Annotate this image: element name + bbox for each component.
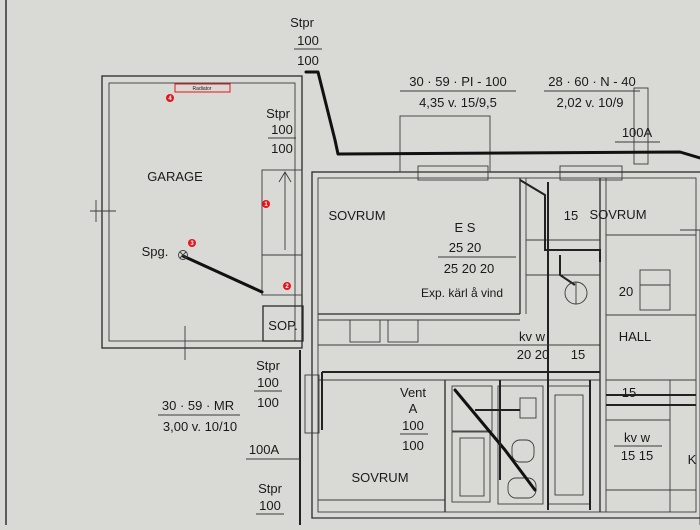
marker-3[interactable]: 3 [188,239,196,247]
room-sovrum-right: SOVRUM [589,207,646,222]
stpr-top-num: 100 [297,33,319,48]
stpr-garage-den: 100 [271,141,293,156]
exp-label: Exp. kärl å vind [421,286,503,300]
room-partial-k: K [688,452,697,467]
room-sovrum-top: SOVRUM [328,208,385,223]
garage-room [90,75,304,360]
marker-2-label: 2 [285,284,289,290]
label-100a-top: 100A [622,125,653,140]
marker-4-label: 4 [168,96,172,102]
spg-label: Spg. [142,244,169,259]
kvw-label-2: kv w [624,430,651,445]
label-15-sovrum: 15 [564,208,578,223]
main-building-walls [304,87,700,525]
label-15-hall: 15 [622,385,636,400]
pipe-spec-bottom-2: 3,00 v. 10/10 [163,419,237,434]
pipe-spec-top-right-1: 28 · 60 · N - 40 [548,74,635,89]
vent-num: 100 [402,418,424,433]
kvw-label: kv w [519,329,546,344]
room-sovrum-bottom: SOVRUM [351,470,408,485]
kvw-values: 20 20 [517,347,550,362]
marker-3-label: 3 [190,241,194,247]
room-hall: HALL [619,329,652,344]
stpr-top-den: 100 [297,53,319,68]
vent-den: 100 [402,438,424,453]
kvw-values-2: 15 15 [621,448,654,463]
stpr-bottom-label: Stpr [258,481,283,496]
pipe-network [181,70,700,525]
vent-a-label: A [409,401,418,416]
es-row-1: 25 20 [449,240,482,255]
stpr-garage-label: Stpr [266,106,291,121]
marker-1-label: 1 [264,202,268,208]
room-sop: SOP. [268,318,297,333]
marker-4[interactable]: 4 [166,94,174,102]
es-row-2: 25 20 20 [444,261,495,276]
pipe-spec-top-left-1: 30 · 59 · PI - 100 [409,74,507,89]
stpr-bottom-num: 100 [259,498,281,513]
pipe-spec-top-left-2: 4,35 v. 15/9,5 [419,95,497,110]
stpr-mid-num: 100 [257,375,279,390]
stpr-mid-den: 100 [257,395,279,410]
marker-2[interactable]: 2 [283,282,291,290]
label-100a-bottom: 100A [249,442,280,457]
room-garage: GARAGE [147,169,203,184]
pipe-spec-bottom-1: 30 · 59 · MR [162,398,234,413]
es-label: E S [455,220,476,235]
stpr-garage-num: 100 [271,122,293,137]
radiator-box [174,83,231,93]
stpr-top-label: Stpr [290,15,315,30]
label-15-mid: 15 [571,347,585,362]
marker-1[interactable]: 1 [262,200,270,208]
label-20-hall: 20 [619,284,633,299]
spg-symbol-icon [178,250,188,260]
stpr-mid-label: Stpr [256,358,281,373]
radiator-label: Radiator [193,86,212,92]
vent-label: Vent [400,385,426,400]
pipe-spec-top-right-2: 2,02 v. 10/9 [557,95,624,110]
